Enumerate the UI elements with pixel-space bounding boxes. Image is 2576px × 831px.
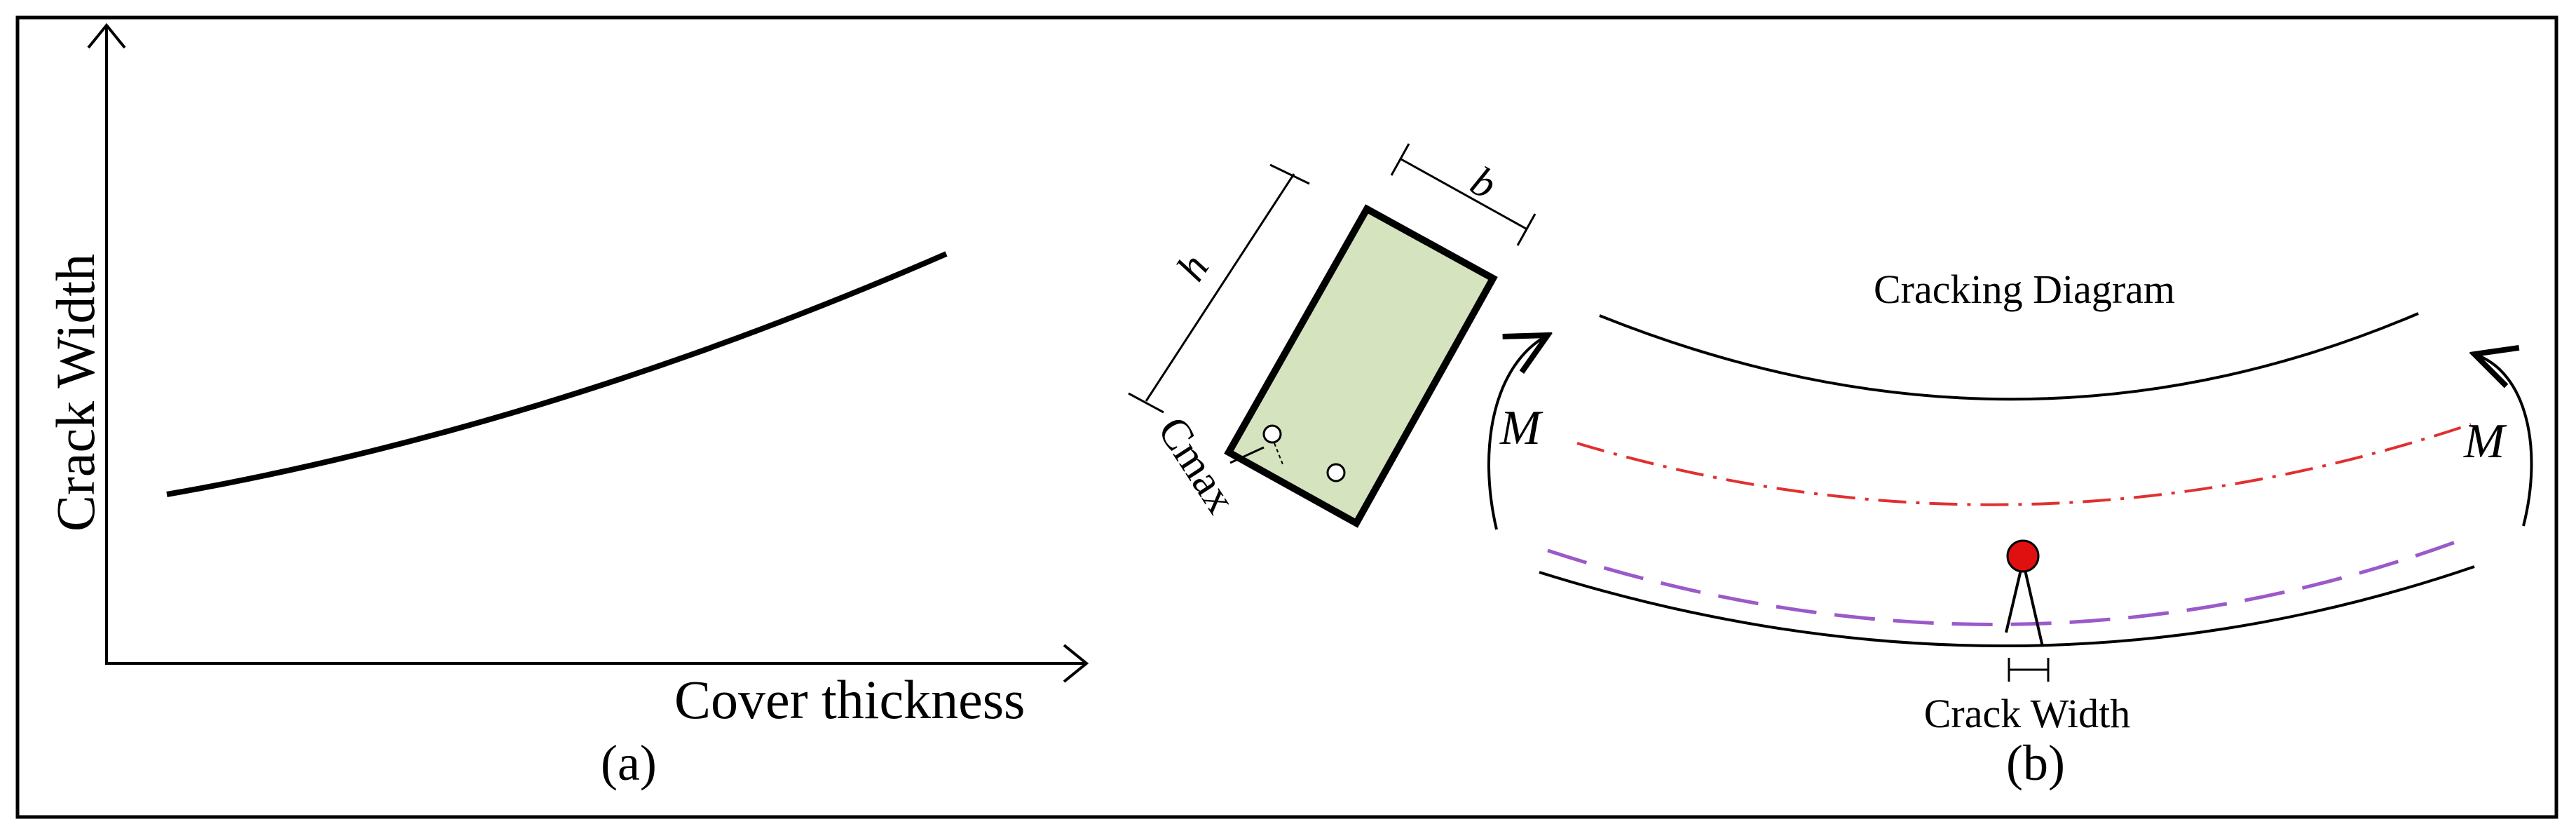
x-axis-arrowhead [1063,644,1089,683]
beam-bottom-edge [1539,565,2475,647]
crack-marker [2006,539,2040,573]
cracking-diagram: M M Cracking Diagram Crack Width [1487,266,2533,736]
dim-h-line [1145,173,1295,402]
panel-label-a: (a) [601,735,657,791]
cover-label: Cmax [1148,409,1245,522]
curved-arrow-icon [2474,354,2533,527]
crack-width-label: Crack Width [1924,691,2131,736]
dim-h-tick-bottom [1128,392,1164,414]
y-axis-arrowhead [87,22,126,49]
crack-wedge [2005,560,2044,647]
dim-h-tick-top [1269,163,1310,185]
curved-arrow-icon [1487,335,1548,530]
dim-b-label: b [1464,157,1504,208]
reinforcement-line [1547,535,2469,626]
y-axis-label: Crack Width [45,254,106,532]
dim-h-label: h [1167,246,1218,289]
neutral-axis-line [1576,423,2472,506]
rebar-left [1262,424,1282,444]
rebar-right [1326,463,1346,482]
beam-cross-section: h b Cmax [1128,143,1536,528]
figure-border [15,15,2558,819]
diagram-title: Cracking Diagram [1874,266,2175,312]
dim-b-tick-right [1516,213,1536,246]
dim-b-line [1399,157,1527,230]
beam-top-edge [1599,312,2419,401]
section-rectangle [1224,204,1498,528]
panel-label-b: (b) [2006,735,2065,791]
dim-b-tick-left [1390,143,1410,176]
cover-leader [1229,446,1265,464]
moment-label-right: M [2463,414,2507,468]
x-axis-label: Cover thickness [674,669,1025,730]
moment-label-left: M [1499,401,1543,455]
crack-width-curve [166,251,948,497]
panel-a: Crack Width Cover thickness (a) [45,22,1089,791]
panel-b: h b Cmax M M Cracking Diagram [1128,143,2533,791]
